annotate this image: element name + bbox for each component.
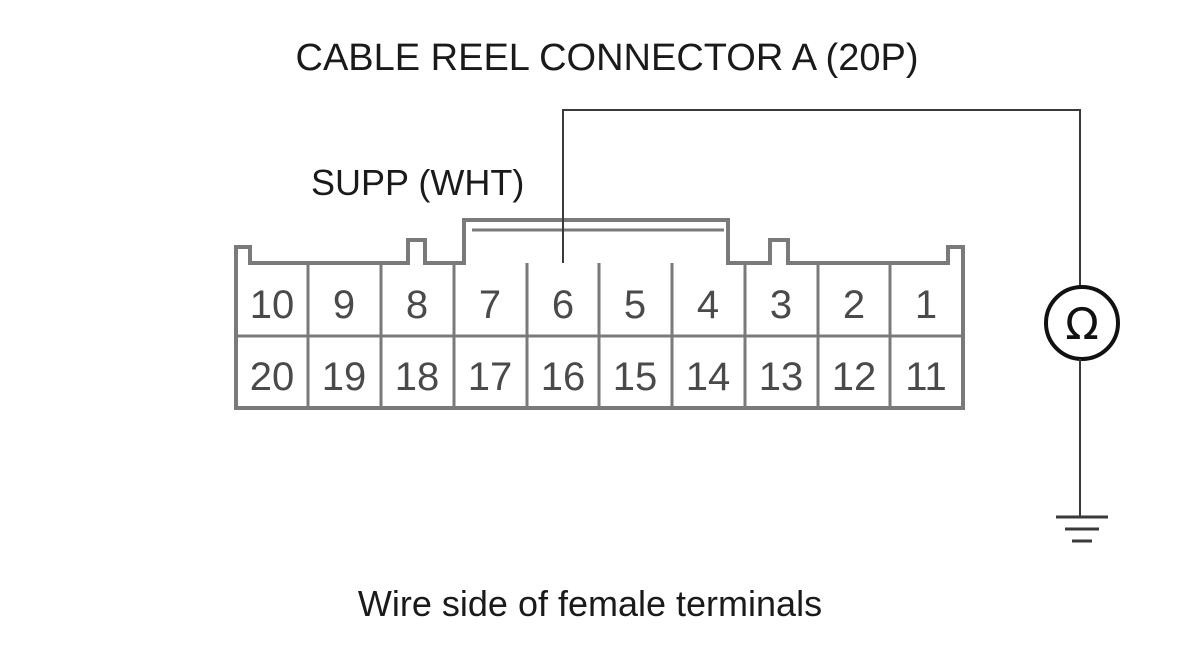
pin-14: 14 (686, 355, 731, 399)
pin-row-bottom: 20 19 18 17 16 15 14 13 12 11 (250, 355, 947, 399)
probe-wire (562, 109, 1081, 292)
diagram-caption: Wire side of female terminals (358, 583, 822, 624)
pin-8: 8 (406, 283, 428, 327)
ohmmeter-icon: Ω (1044, 285, 1120, 361)
wire-label: SUPP (WHT) (311, 162, 524, 203)
pin-12: 12 (832, 355, 877, 399)
pin-1: 1 (915, 283, 937, 327)
pin-10: 10 (250, 283, 295, 327)
pin-19: 19 (322, 355, 367, 399)
pin-17: 17 (468, 355, 513, 399)
pin-4: 4 (697, 283, 719, 327)
connector-grid (236, 263, 963, 408)
pin-5: 5 (624, 283, 646, 327)
pin-9: 9 (333, 283, 355, 327)
diagram-title: CABLE REEL CONNECTOR A (20P) (296, 37, 919, 79)
pin-2: 2 (843, 283, 865, 327)
pin-6: 6 (552, 283, 574, 327)
pin-3: 3 (770, 283, 792, 327)
pin-row-top: 10 9 8 7 6 5 4 3 2 1 (250, 283, 937, 327)
pin-11: 11 (905, 355, 947, 399)
ground-symbol-icon (1056, 515, 1108, 543)
pin-7: 7 (479, 283, 501, 327)
pin-15: 15 (613, 355, 658, 399)
pin-13: 13 (759, 355, 804, 399)
pin-18: 18 (395, 355, 440, 399)
pin-20: 20 (250, 355, 295, 399)
pin-16: 16 (541, 355, 586, 399)
ohmmeter-symbol: Ω (1065, 299, 1099, 350)
